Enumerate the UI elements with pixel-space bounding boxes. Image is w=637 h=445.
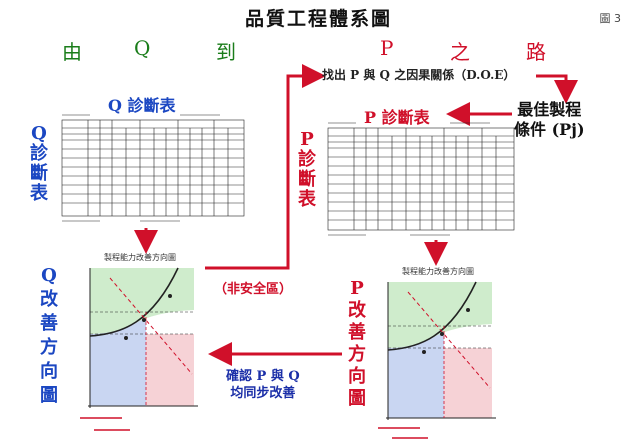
q-table-title: Q 診斷表 <box>108 96 176 115</box>
unsafe-zone-label: （非安全區） <box>214 282 293 297</box>
p-table-title: P 診斷表 <box>364 108 430 127</box>
p-direction-vertical-label: P 改 善 方 向 圖 <box>348 278 366 410</box>
q-dir-char: Q <box>41 265 57 286</box>
q-chart-caption: 製程能力改善方向圖 <box>104 253 176 262</box>
best-conditions-line2: 條件 (Pj) <box>514 120 585 139</box>
arrow-doe-to-best <box>536 74 578 104</box>
q-diagnostic-table <box>61 114 245 222</box>
q-label-char: 診 <box>30 143 48 164</box>
p-label-char: 診 <box>298 149 316 170</box>
q-label-char: Q <box>31 123 47 144</box>
confirm-line1: 確認 P 與 Q <box>226 369 300 384</box>
p-label-char: 斷 <box>298 169 316 190</box>
p-dir-char: 圖 <box>348 388 366 409</box>
q-direction-vertical-label: Q 改 善 方 向 圖 <box>40 264 58 408</box>
p-dir-char: 善 <box>348 322 366 343</box>
p-direction-chart <box>378 281 496 439</box>
subtitle-road: 路 <box>526 40 546 64</box>
q-dir-char: 向 <box>40 361 58 382</box>
p-dir-char: 改 <box>348 300 366 321</box>
q-dir-char: 善 <box>40 313 58 334</box>
p-dir-char: P <box>350 278 364 299</box>
p-label-char: P <box>300 129 314 150</box>
doe-label: 找出 P 與 Q 之因果關係（D.O.E） <box>322 68 516 82</box>
confirm-improvement: 確認 P 與 Q 均同步改善 <box>226 368 300 402</box>
q-dir-char: 圖 <box>40 385 58 406</box>
subtitle-q: Q <box>134 36 151 60</box>
best-conditions: 最佳製程 條件 (Pj) <box>514 100 585 140</box>
p-label-char: 表 <box>298 189 316 210</box>
p-dir-char: 方 <box>348 344 366 365</box>
best-conditions-line1: 最佳製程 <box>517 100 582 119</box>
subtitle-from: 由 <box>62 40 82 64</box>
subtitle-of: 之 <box>450 40 470 64</box>
q-dir-char: 方 <box>40 337 58 358</box>
diagram-title: 品質工程體系圖 <box>244 8 392 30</box>
arrow-q-chart-to-doe <box>205 64 326 270</box>
q-table-vertical-label: Q 診 斷 表 <box>30 124 48 204</box>
figure-number: 圖 3 <box>599 12 622 25</box>
q-direction-chart <box>80 267 198 431</box>
confirm-line2: 均同步改善 <box>230 386 296 401</box>
q-label-char: 表 <box>30 183 48 204</box>
q-label-char: 斷 <box>30 163 48 184</box>
p-table-vertical-label: P 診 斷 表 <box>298 130 316 210</box>
subtitle-p: P <box>380 36 394 60</box>
q-dir-char: 改 <box>40 289 58 310</box>
p-chart-caption: 製程能力改善方向圖 <box>402 267 474 276</box>
p-dir-char: 向 <box>348 366 366 387</box>
p-diagnostic-table <box>327 122 515 236</box>
subtitle-to: 到 <box>216 40 236 64</box>
